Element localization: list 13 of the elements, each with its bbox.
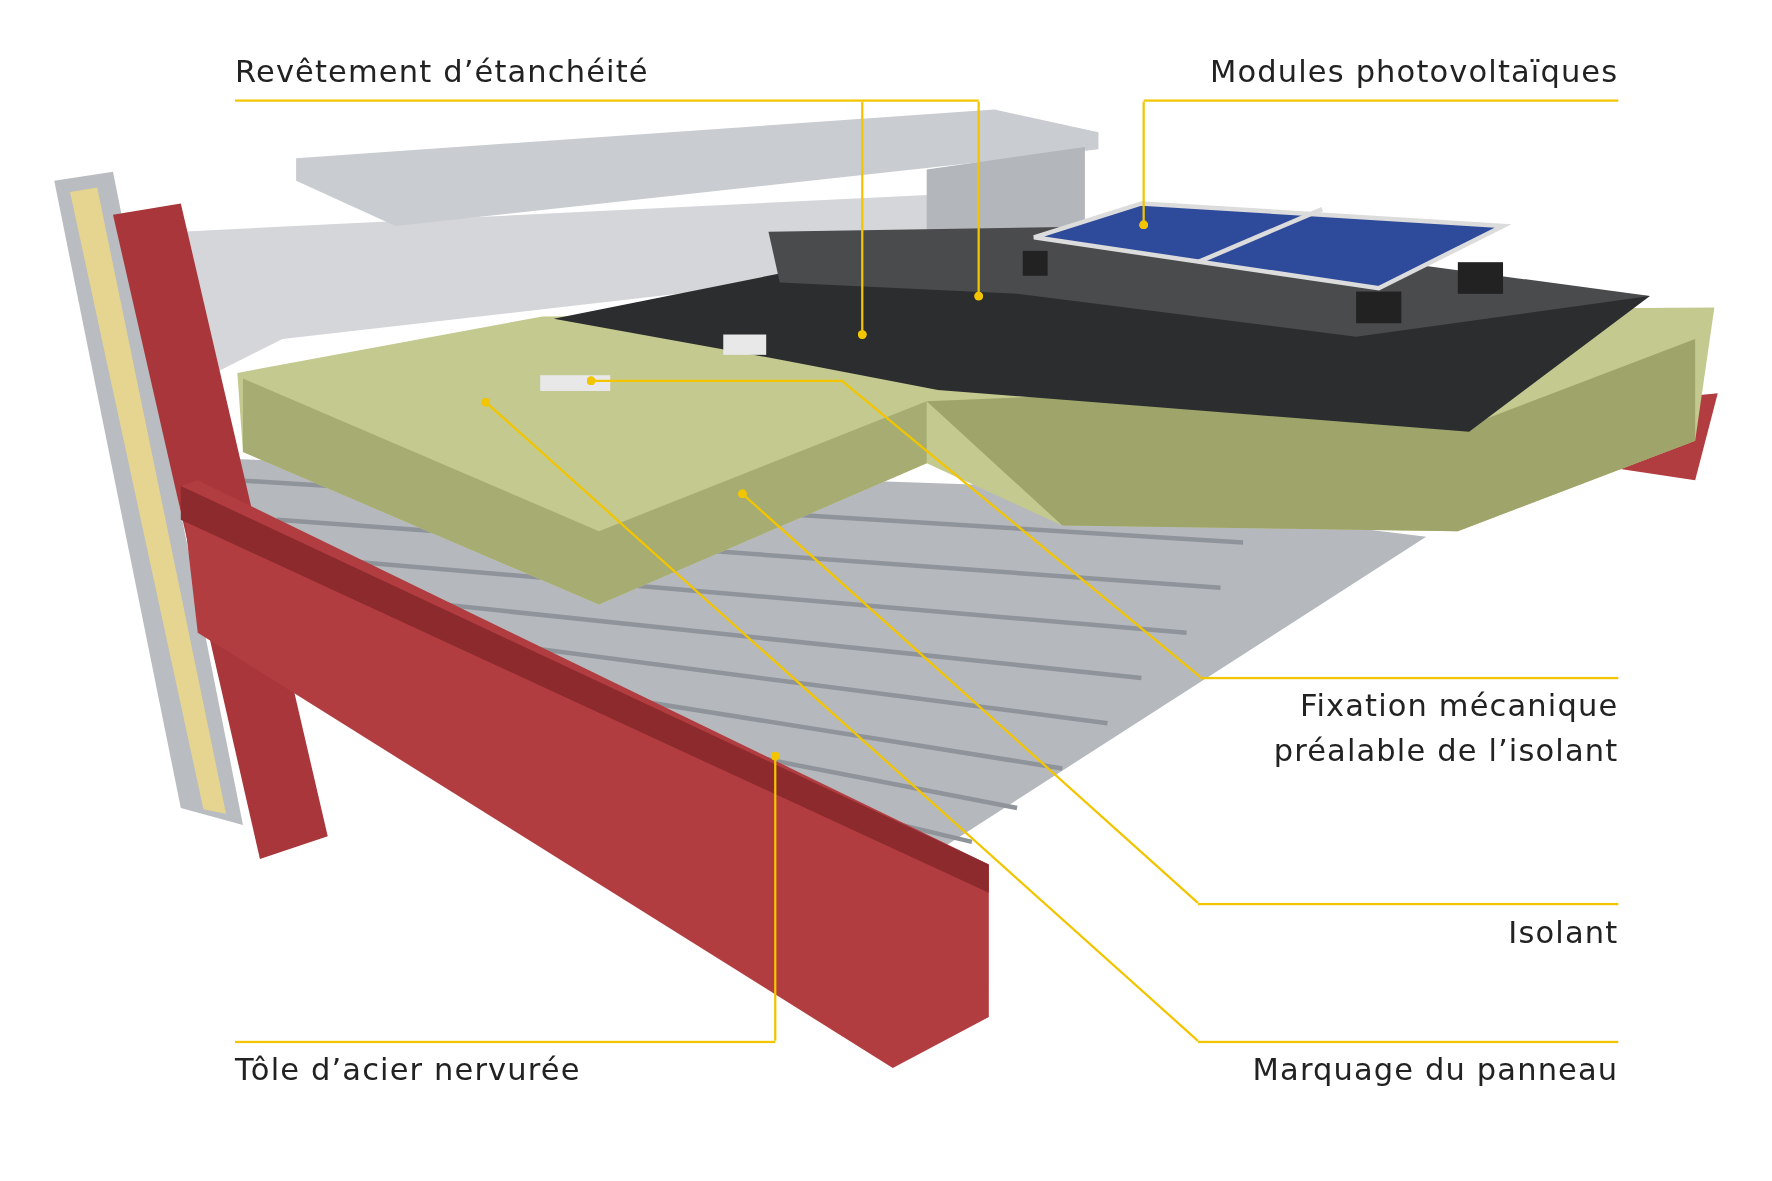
leader-line (586, 376, 1201, 678)
leader-line (770, 751, 780, 1041)
callout-label: Tôle d’acier nervurée (235, 1040, 776, 1093)
leader-line (1139, 101, 1149, 230)
leader-line (737, 489, 1199, 904)
callout-label: Modules photovoltaïques (1143, 49, 1619, 102)
leader-line (974, 101, 984, 301)
callout-label: Marquage du panneau (1197, 1040, 1619, 1093)
callout-label: Fixation mécanique préalable de l’isolant (1200, 676, 1619, 777)
leader-line (857, 101, 867, 340)
callout-label: Revêtement d’étanchéité (235, 49, 979, 102)
callout-label: Isolant (1197, 902, 1619, 955)
leader-line (481, 397, 1199, 1042)
